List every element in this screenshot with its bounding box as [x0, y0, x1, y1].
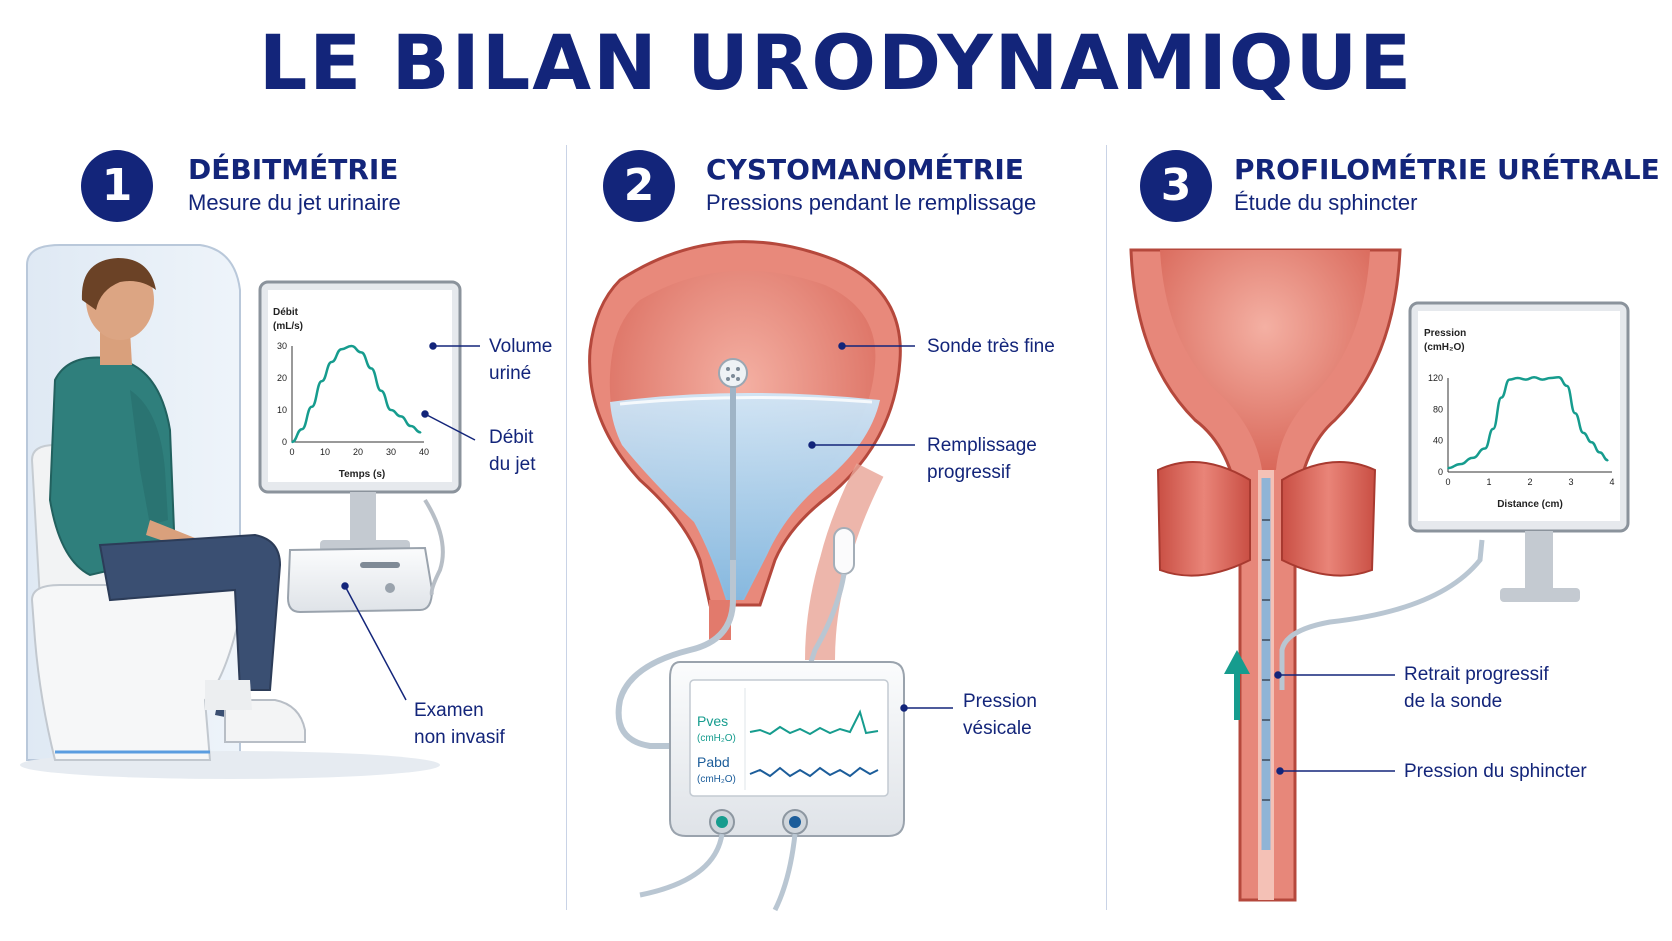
section-2-subtitle: Pressions pendant le remplissage — [706, 190, 1037, 215]
flow-chart-data-point — [360, 351, 363, 354]
flow-chart-data-point — [330, 361, 333, 363]
pressure-chart-data-point — [1566, 385, 1568, 387]
pressure-chart-data-point — [1459, 463, 1462, 465]
section-3-callouts — [1274, 671, 1395, 775]
section-2-callouts — [808, 342, 953, 712]
section-divider-1 — [566, 145, 567, 910]
pressure-chart-y-tick: 0 — [1438, 467, 1443, 477]
flow-chart-data-point — [380, 390, 382, 392]
cystomanometrie-scene: Pves (cmH₂O) Pabd (cmH₂O) — [588, 240, 953, 912]
debitmetrie-scene: 0 10 20 30 0 10 20 30 40 Débit (mL/s) Temps (s) — [20, 244, 480, 779]
pressure-chart-data-point — [1484, 447, 1486, 450]
sphincter-right — [1281, 461, 1377, 577]
flow-chart: 0 10 20 30 0 10 20 30 40 — [277, 341, 429, 457]
pressure-chart-y-tick: 40 — [1433, 436, 1443, 446]
flow-chart-y-tick: 30 — [277, 341, 287, 351]
flow-chart-x-tick: 30 — [386, 447, 396, 457]
pressure-chart: 0 40 80 120 0 1 2 3 4 — [1428, 373, 1615, 487]
pressure-chart-x-tick: 1 — [1486, 477, 1491, 487]
sphincter-left — [1156, 461, 1251, 577]
flow-chart-series-line — [291, 344, 421, 444]
pressure-chart-data-point — [1582, 432, 1585, 434]
pves-label: Pves — [697, 713, 728, 729]
section-divider-2 — [1106, 145, 1107, 910]
flow-chart-xlabel: Temps (s) — [339, 469, 386, 480]
flow-chart-data-point — [311, 406, 313, 408]
section-1-callouts — [341, 342, 480, 701]
pressure-chart-data-point — [1516, 377, 1519, 379]
pressure-chart-data-point — [1525, 378, 1527, 381]
section-1-subtitle: Mesure du jet urinaire — [188, 190, 401, 215]
pabd-unit: (cmH₂O) — [697, 774, 736, 785]
flow-chart-x-tick: 20 — [353, 447, 363, 457]
page-title: LE BILAN URODYNAMIQUE — [258, 18, 1414, 107]
pressure-chart-data-point — [1508, 378, 1511, 381]
section-1-heading: DÉBITMÉTRIE — [188, 153, 399, 186]
flow-monitor: 0 10 20 30 0 10 20 30 40 Débit (mL/s) Temps (s) — [258, 280, 462, 614]
flow-chart-data-point — [350, 345, 353, 347]
flow-chart-data-point — [370, 367, 373, 370]
pressure-chart-data-point — [1500, 396, 1503, 399]
pves-unit: (cmH₂O) — [697, 733, 736, 744]
pressure-chart-x-tick: 3 — [1568, 477, 1573, 487]
section-3-heading: PROFILOMÉTRIE URÉTRALE — [1234, 153, 1660, 186]
pressure-chart-x-tick: 4 — [1609, 477, 1614, 487]
pressure-chart-data-point — [1574, 412, 1576, 415]
profilometrie-scene: 0 40 80 120 0 1 2 3 4 Pression (cmH₂O) Distance … — [1129, 248, 1630, 902]
flow-chart-data-point — [410, 425, 412, 427]
flow-chart-data-point — [301, 428, 303, 431]
flow-chart-data-point — [291, 441, 293, 443]
pressure-chart-data-point — [1447, 467, 1449, 469]
pressure-chart-data-point — [1471, 457, 1474, 459]
pressure-chart-data-point — [1590, 441, 1593, 444]
flow-chart-y-tick: 20 — [277, 373, 287, 383]
patient-illustration — [48, 258, 306, 743]
flow-chart-data-point — [340, 348, 343, 351]
retrait-arrow — [1224, 650, 1250, 720]
pressure-chart-data-point — [1607, 459, 1609, 462]
section-2-number: 2 — [603, 150, 675, 222]
label-pression-sphincter: Pression du sphincter — [1404, 761, 1587, 782]
pabd-label: Pabd — [697, 754, 730, 770]
flow-chart-y-tick: 0 — [282, 437, 287, 447]
flow-chart-ylabel-1: Débit — [273, 307, 299, 318]
flow-chart-y-tick: 10 — [277, 405, 287, 415]
pressure-chart-x-tick: 0 — [1445, 477, 1450, 487]
flow-chart-data-point — [419, 431, 422, 434]
section-3-subtitle: Étude du sphincter — [1234, 190, 1418, 215]
pressure-chart-xlabel: Distance (cm) — [1497, 499, 1563, 510]
flow-chart-ylabel-2: (mL/s) — [273, 321, 303, 332]
pressure-chart-y-tick: 120 — [1428, 373, 1443, 383]
section-1-number: 1 — [81, 150, 153, 222]
pressure-chart-data-point — [1533, 376, 1535, 379]
pressure-chart-ylabel-2: (cmH₂O) — [1424, 342, 1465, 353]
flow-chart-x-tick: 0 — [289, 447, 294, 457]
flow-chart-x-tick: 10 — [320, 447, 330, 457]
section-3-number: 3 — [1140, 150, 1212, 222]
flow-chart-data-point — [390, 409, 392, 411]
pressure-chart-data-point — [1492, 428, 1494, 430]
flow-chart-data-point — [320, 380, 323, 383]
pressure-monitor: 0 40 80 120 0 1 2 3 4 Pression (cmH₂O) Distance … — [1408, 301, 1630, 602]
pressure-chart-data-point — [1541, 378, 1544, 381]
pressure-chart-data-point — [1557, 376, 1560, 379]
pressure-chart-y-tick: 80 — [1433, 404, 1443, 414]
pressure-chart-x-tick: 2 — [1527, 477, 1532, 487]
pressure-chart-ylabel-1: Pression — [1424, 328, 1466, 339]
cystomanometry-device: Pves (cmH₂O) Pabd (cmH₂O) — [639, 661, 905, 912]
flow-chart-x-tick: 40 — [419, 447, 429, 457]
section-2-heading: CYSTOMANOMÉTRIE — [706, 153, 1024, 186]
label-sonde-tres-fine: Sonde très fine — [927, 336, 1055, 357]
pressure-chart-data-point — [1549, 377, 1552, 379]
pressure-chart-data-point — [1598, 451, 1601, 454]
flow-chart-data-point — [400, 415, 402, 418]
